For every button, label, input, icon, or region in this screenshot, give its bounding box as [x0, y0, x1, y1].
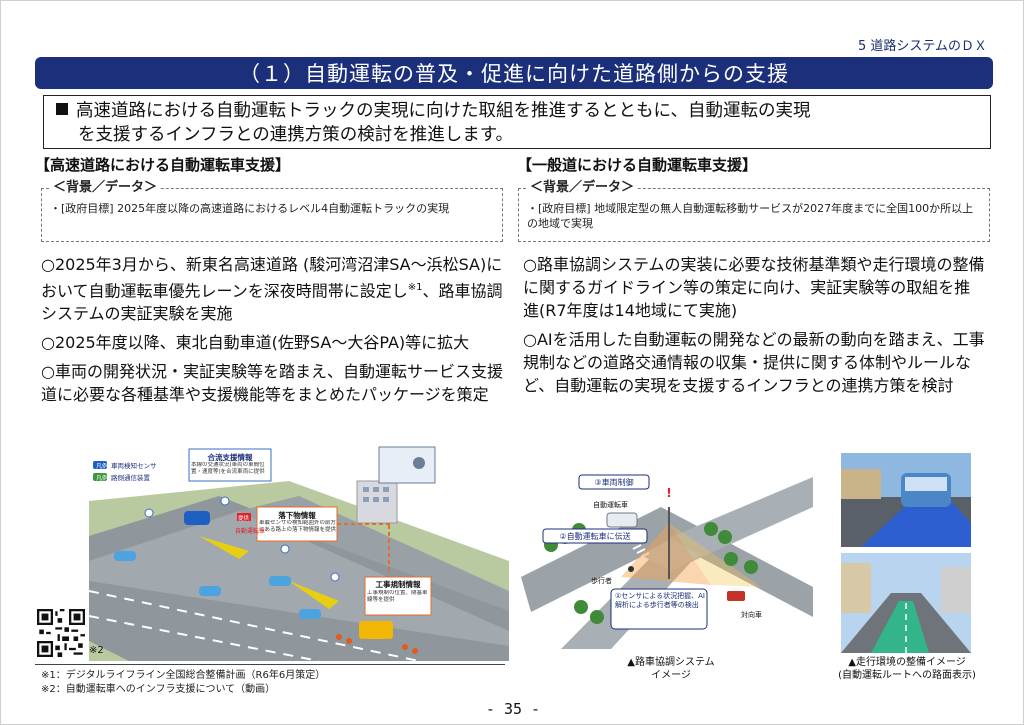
right-background-box: ＜背景／データ＞ ・[政府目標] 地域限定型の無人自動運転移動サービスが2027… [518, 180, 990, 242]
car [199, 586, 221, 596]
footnote-ref-1: ※1 [407, 282, 423, 293]
merge-info-box [188, 448, 272, 482]
right-heading: 【一般道における自動運転車支援】 [517, 156, 758, 174]
right-bullets: ○路車協調システムの実装に必要な技術基準類や走行環境の整備に関するガイドライン等… [523, 253, 985, 403]
right-bullet-1: ○路車協調システムの実装に必要な技術基準類や走行環境の整備に関するガイドライン等… [523, 255, 985, 320]
qr-code-icon[interactable] [37, 609, 85, 657]
car [114, 551, 136, 561]
lead-text-1: 高速道路における自動運転トラックの実現に向けた取組を推進するとともに、自動運転の… [76, 101, 811, 121]
footnote-2: ※2：自動運転車へのインフラ支援について（動画） [41, 684, 276, 695]
merge-info-label: 合流支援情報 [208, 452, 253, 462]
fall-info-label: 落下物情報 [278, 510, 316, 520]
square-bullet-icon [56, 103, 68, 115]
step-2-label: ②自動運転車に伝送 [559, 531, 630, 541]
left-bullet-1-text-a: ○2025年3月から、新東名高速道路 (駿河湾沼津SA～浜松SA)において自動運… [41, 255, 503, 301]
caption-cooperation-line-1: ▲路車協調システム [627, 657, 715, 668]
lead-box: 高速道路における自動運転トラックの実現に向けた取組を推進するとともに、自動運転の… [43, 95, 991, 149]
operator-monitor-photo [378, 446, 436, 484]
legend-sensor-label: 車両検知センサ [111, 461, 157, 470]
page-number: - 35 - [485, 700, 541, 718]
right-background-text: ・[政府目標] 地域限定型の無人自動運転移動サービスが2027年度までに全国10… [527, 202, 974, 230]
road-vehicle-cooperation-illustration: ③車両制御 ②自動運転車に伝送 自動運転車 歩行者 対向車 ①センサによる状況把… [521, 467, 813, 649]
left-bullet-1-text-b: 、路車協調システムの実証実験を実施 [41, 281, 503, 324]
left-bullet-1: ○2025年3月から、新東名高速道路 (駿河湾沼津SA～浜松SA)において自動運… [41, 253, 507, 325]
right-background-label: ＜背景／データ＞ [527, 180, 638, 195]
bus-label: 自動運転車 [593, 500, 628, 509]
work-info-label: 工事規制情報 [376, 579, 421, 589]
legend-tag-a: 凡例 [96, 462, 108, 470]
left-background-label: ＜背景／データ＞ [50, 180, 161, 195]
work-info-desc: 工事規制の位置、閉塞車線等を提供 [367, 590, 428, 603]
car [269, 576, 291, 586]
truck [184, 511, 210, 525]
road-marking-photo-bottom [841, 553, 971, 653]
left-background-text: ・[政府目標] 2025年度以降の高速道路におけるレベル4自動運転トラックの実現 [50, 202, 450, 215]
car [299, 609, 321, 619]
right-bullet-2: ○AIを活用した自動運転の開発などの最新の動向を踏まえ、工事規制などの道路交通情… [523, 330, 985, 395]
footnotes: ※1：デジタルライフライン全国総合整備計画（R6年6月策定） ※2：自動運転車へ… [41, 669, 325, 697]
left-background-box: ＜背景／データ＞ ・[政府目標] 2025年度以降の高速道路におけるレベル4自動… [41, 180, 503, 242]
oncoming-label: 対向車 [741, 610, 762, 619]
construction-truck [359, 621, 393, 639]
lead-line-2: を支援するインフラとの連携方策の検討を推進します。 [78, 125, 514, 145]
autonomous-bus [606, 512, 638, 528]
oncoming-car [727, 591, 745, 601]
footnote-rule [35, 664, 505, 665]
left-heading: 【高速道路における自動運転車支援】 [35, 156, 291, 174]
merge-info-desc: 本線の交通状況(車両の車間位置・速度等)を合流車両に提供 [191, 462, 265, 475]
highway-support-illustration: 合流支援情報 本線の交通状況(車両の車間位置・速度等)を合流車両に提供 落下物情… [89, 441, 509, 661]
caption-cooperation-line-2: イメージ [651, 670, 691, 681]
caption-road-marking-line-1: ▲走行環境の整備イメージ [848, 657, 966, 668]
lead-line-1: 高速道路における自動運転トラックの実現に向けた取組を推進するとともに、自動運転の… [56, 99, 980, 123]
pedestrian-label: 歩行者 [591, 576, 612, 585]
caption-road-marking-line-2: (自動運転ルートへの路面表示) [838, 670, 976, 681]
left-bullet-3: ○車両の開発状況・実証実験等を踏まえ、自動運転サービス支援道に必要な各種基準や支… [41, 362, 503, 405]
step-3-label: ③車両制御 [594, 477, 633, 487]
warn-tag: 提供 [238, 514, 250, 522]
lane-label: 自動運転車 [235, 527, 265, 535]
caption-road-marking: ▲走行環境の整備イメージ (自動運転ルートへの路面表示) [831, 656, 983, 682]
legend-tag-b: 凡例 [96, 474, 108, 482]
qr-note: ※2 [89, 645, 104, 656]
footnote-1: ※1：デジタルライフライン全国総合整備計画（R6年6月策定） [41, 670, 326, 681]
alert-icon: ! [666, 486, 671, 500]
caption-cooperation: ▲路車協調システム イメージ [609, 656, 733, 682]
legend-roadside-label: 路側通信装置 [111, 473, 151, 482]
step-1-label: ①センサによる状況把握、AI解析による歩行者等の検出 [615, 592, 705, 609]
fall-info-desc: 車載センサの検知範囲外の前方にある路上の落下物情報を提供 [259, 520, 337, 533]
pedestrian [628, 566, 634, 572]
work-info-box [364, 576, 432, 616]
page-title: （１）自動運転の普及・促進に向けた道路側からの支援 [35, 57, 993, 89]
road-marking-photo-top [841, 453, 971, 547]
left-bullet-2: ○2025年度以降、東北自動車道(佐野SA～大谷PA)等に拡大 [41, 333, 470, 353]
section-tag: 5 道路システムのＤＸ [857, 39, 987, 54]
left-bullets: ○2025年3月から、新東名高速道路 (駿河湾沼津SA～浜松SA)において自動運… [41, 253, 507, 412]
